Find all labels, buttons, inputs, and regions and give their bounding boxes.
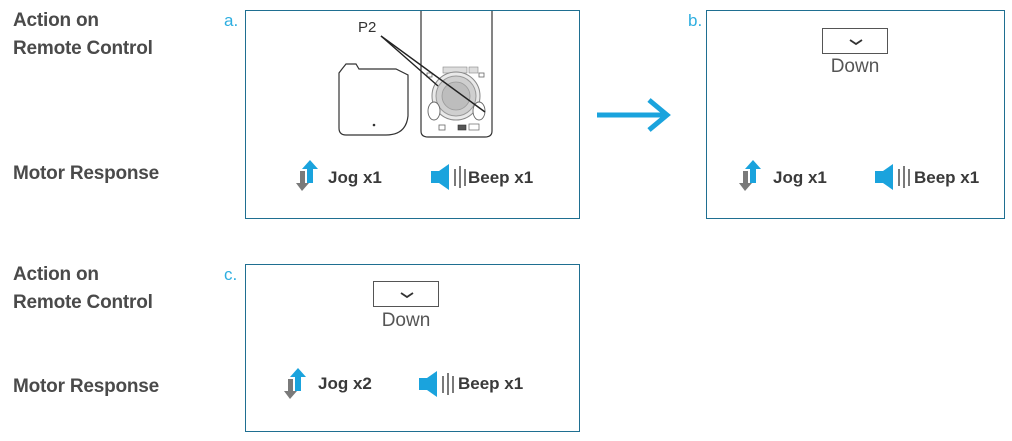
up-down-arrows-icon [739,160,761,191]
arrow-right-icon [597,98,671,132]
down-label-b: Down [830,56,880,77]
speaker-icon [875,164,910,190]
up-down-arrows-icon [284,368,306,399]
down-button-b[interactable] [822,28,888,54]
action-label-2-line1: Action on [13,264,99,285]
panel-c-letter: c. [224,265,238,284]
action-label-1-line1: Action on [13,10,99,31]
speaker-icon [431,164,466,190]
action-label-1: Action on Remote Control [13,7,153,63]
jog-text-c: Jog x2 [318,374,372,393]
panel-a: P2 Jog x1 Beep x1 [245,10,580,219]
panel-b-letter: b. [688,11,703,30]
panel-b: Down Jog x1 Beep x1 [706,10,1005,219]
chevron-down-icon [400,292,414,299]
down-button-c[interactable] [373,281,439,307]
beep-text-a: Beep x1 [468,168,534,187]
action-label-2-line2: Remote Control [13,292,153,313]
up-down-arrows-icon [296,160,318,191]
p2-callout: P2 [358,19,377,36]
jog-text-a: Jog x1 [328,168,382,187]
beep-text-c: Beep x1 [458,374,524,393]
panel-c: Down Jog x2 Beep x1 [245,264,580,432]
down-label-c: Down [381,310,431,331]
speaker-icon [419,371,454,397]
action-label-1-line2: Remote Control [13,38,153,59]
action-label-2: Action on Remote Control [13,261,153,317]
motor-label-2: Motor Response [13,376,160,397]
motor-label-1: Motor Response [13,163,160,184]
beep-text-b: Beep x1 [914,168,980,187]
jog-text-b: Jog x1 [773,168,827,187]
panel-a-letter: a. [224,11,239,30]
remote-open-illustration [338,11,493,138]
chevron-down-icon [849,39,863,46]
